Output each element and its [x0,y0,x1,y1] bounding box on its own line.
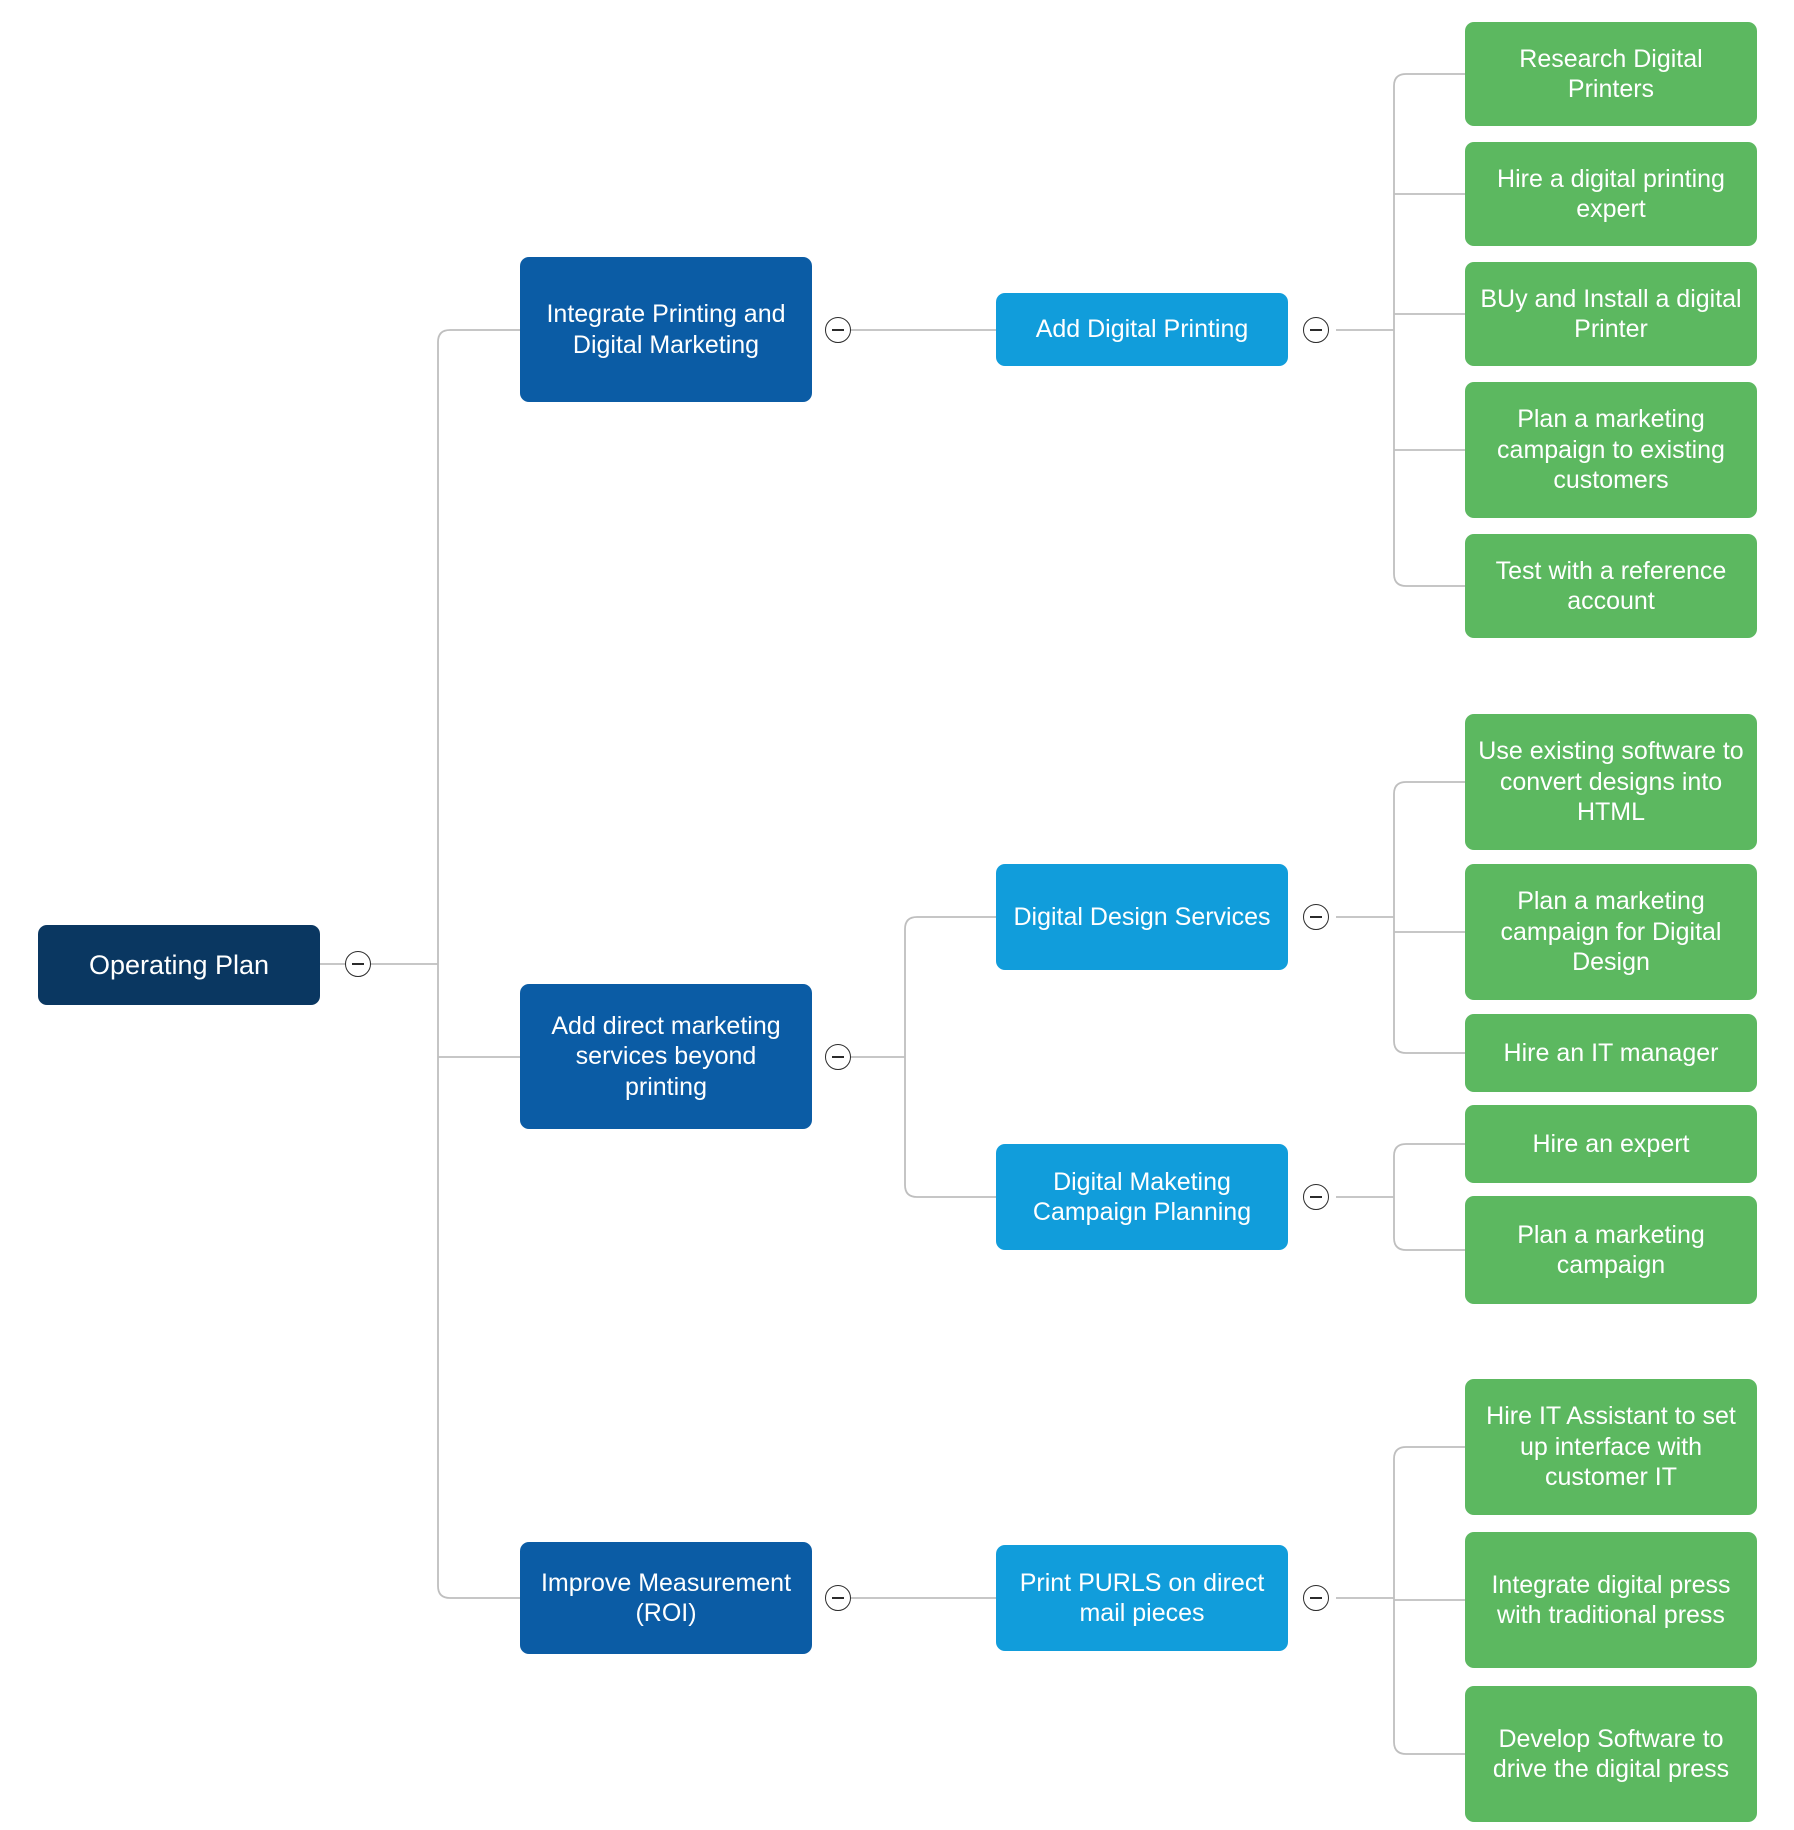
minus-icon [832,1056,844,1058]
minus-icon [832,1597,844,1599]
leaf-node[interactable]: Plan a marketing campaign for Digital De… [1465,864,1757,1000]
leaf-node[interactable]: Research Digital Printers [1465,22,1757,126]
leaf-label: Plan a marketing campaign [1517,1220,1705,1280]
node-add-digital-printing[interactable]: Add Digital Printing [996,293,1288,366]
leaf-label: Plan a marketing campaign to existing cu… [1497,405,1725,495]
minus-icon [832,329,844,331]
node-add-direct-marketing-services-beyond-printing[interactable]: Add direct marketing services beyond pri… [520,984,812,1129]
collapse-root-toggle[interactable] [345,951,371,977]
leaf-node[interactable]: BUy and Install a digital Printer [1465,262,1757,366]
node-sub3-label: Digital Maketing Campaign Planning [1032,1167,1252,1227]
collapse-add-digital-printing-toggle[interactable] [1303,317,1329,343]
leaf-label: Hire IT Assistant to set up interface wi… [1486,1402,1736,1492]
link-g1-spine [1393,73,1465,587]
minus-icon [1310,1597,1322,1599]
link-g3-spine [1393,1143,1465,1251]
node-integrate-printing-and-digital-marketing[interactable]: Integrate Printing and Digital Marketing [520,257,812,402]
node-branch2-label: Add direct marketing services beyond pri… [551,1011,781,1101]
minus-icon [1310,916,1322,918]
leaf-node[interactable]: Integrate digital press with traditional… [1465,1532,1757,1668]
link-g2-spine [1393,781,1465,1054]
node-sub2-label: Digital Design Services [1013,902,1271,931]
leaf-label: Research Digital Printers [1519,44,1703,104]
node-branch1-label: Integrate Printing and Digital Marketing [546,300,786,359]
collapse-add-direct-marketing-toggle[interactable] [825,1044,851,1070]
leaf-label: Hire a digital printing expert [1497,164,1725,224]
node-improve-measurement-roi[interactable]: Improve Measurement (ROI) [520,1542,812,1654]
leaf-label: Develop Software to drive the digital pr… [1492,1724,1730,1784]
leaf-label: Integrate digital press with traditional… [1491,1570,1731,1630]
leaf-node[interactable]: Hire IT Assistant to set up interface wi… [1465,1379,1757,1515]
leaf-label: BUy and Install a digital Printer [1480,284,1742,344]
node-root-label: Operating Plan [88,949,270,980]
collapse-print-purls-toggle[interactable] [1303,1585,1329,1611]
node-digital-marketing-campaign-planning[interactable]: Digital Maketing Campaign Planning [996,1144,1288,1250]
collapse-integrate-printing-toggle[interactable] [825,317,851,343]
leaf-label: Plan a marketing campaign for Digital De… [1500,887,1722,977]
node-sub1-label: Add Digital Printing [1035,315,1249,344]
minus-icon [1310,1196,1322,1198]
leaf-node[interactable]: Hire an IT manager [1465,1014,1757,1092]
collapse-digital-design-services-toggle[interactable] [1303,904,1329,930]
collapse-improve-measurement-toggle[interactable] [825,1585,851,1611]
leaf-node[interactable]: Plan a marketing campaign to existing cu… [1465,382,1757,518]
leaf-node[interactable]: Use existing software to convert designs… [1465,714,1757,850]
leaf-node[interactable]: Hire a digital printing expert [1465,142,1757,246]
minus-icon [352,963,364,965]
node-print-purls-on-direct-mail-pieces[interactable]: Print PURLS on direct mail pieces [996,1545,1288,1651]
leaf-node[interactable]: Hire an expert [1465,1105,1757,1183]
node-root[interactable]: Operating Plan [38,925,320,1005]
minus-icon [1310,329,1322,331]
leaf-label: Hire an expert [1532,1129,1690,1158]
leaf-label: Hire an IT manager [1503,1038,1719,1067]
node-digital-design-services[interactable]: Digital Design Services [996,864,1288,970]
link-branch2-spine [904,916,996,1198]
node-sub4-label: Print PURLS on direct mail pieces [1019,1568,1265,1628]
leaf-label: Use existing software to convert designs… [1478,737,1744,827]
collapse-digital-marketing-campaign-planning-toggle[interactable] [1303,1184,1329,1210]
leaf-node[interactable]: Plan a marketing campaign [1465,1196,1757,1304]
leaf-node[interactable]: Test with a reference account [1465,534,1757,638]
leaf-label: Test with a reference account [1495,556,1727,616]
node-branch3-label: Improve Measurement (ROI) [540,1568,792,1628]
link-g4-spine [1393,1446,1465,1755]
link-trunk-spine [437,329,520,1599]
leaf-node[interactable]: Develop Software to drive the digital pr… [1465,1686,1757,1822]
